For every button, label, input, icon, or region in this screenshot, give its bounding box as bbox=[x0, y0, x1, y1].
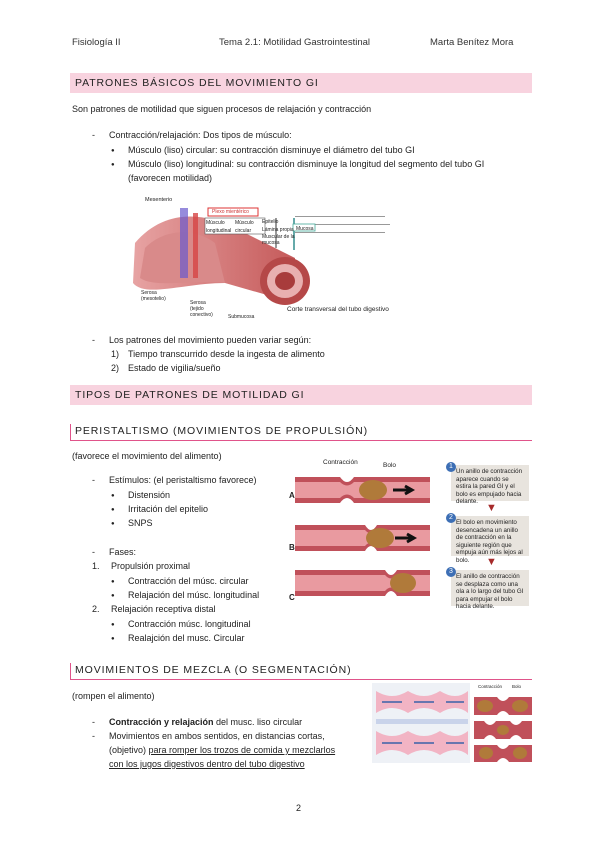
label-contraccion: Contracción bbox=[323, 459, 358, 466]
s3-n2b: Realajción del musc. Circular bbox=[111, 632, 244, 645]
s1-bullet1: Músculo (liso) circular: su contracción … bbox=[111, 144, 415, 157]
seg-label-bolo: Bolo bbox=[512, 684, 522, 689]
dash-marker: - bbox=[92, 547, 95, 557]
num-marker: 1. bbox=[92, 561, 100, 571]
s3-n1a: Contracción del músc. circular bbox=[111, 575, 248, 588]
seg-tube-2 bbox=[474, 721, 532, 739]
gi-tube-cross-section-figure bbox=[133, 207, 390, 305]
label-epitelio: Epitelio bbox=[262, 219, 279, 225]
s4-note: (rompen el alimento) bbox=[72, 691, 155, 701]
tube-a bbox=[295, 477, 430, 503]
label-serosa1: Serosa (mesotelio) bbox=[141, 290, 166, 302]
section-title-tipos: TIPOS DE PATRONES DE MOTILIDAD GI bbox=[70, 385, 532, 405]
step-box-1: Un anillo de contracción aparece cuando … bbox=[451, 465, 529, 505]
s4-d1-rest: del musc. liso circular bbox=[213, 717, 303, 727]
header-center: Tema 2.1: Motilidad Gastrointestinal bbox=[219, 37, 371, 48]
num-marker: 2. bbox=[92, 604, 100, 614]
down-arrow-icon: ▼ bbox=[486, 556, 497, 568]
s3-dash1: Estímulos: (el peristaltismo favorece) bbox=[109, 475, 257, 485]
label-a: A bbox=[289, 491, 295, 500]
seg-tube-1 bbox=[474, 697, 532, 715]
label-long: Músculo longitudinal bbox=[206, 220, 232, 234]
step-1-number: 1 bbox=[446, 462, 456, 472]
s1-bullet2: Músculo (liso) longitudinal: su contracc… bbox=[111, 158, 484, 171]
s1-num1: Tiempo transcurrido desde la ingesta de … bbox=[128, 349, 325, 359]
dash-marker: - bbox=[92, 130, 95, 140]
s4-d2-l1: Movimientos en ambos sentidos, en distan… bbox=[109, 731, 325, 741]
num-marker: 2) bbox=[111, 363, 120, 373]
header-left: Fisiología II bbox=[72, 37, 121, 48]
s4-d2-l2b: para romper los trozos de comida y mezcl… bbox=[148, 745, 336, 755]
label-b: B bbox=[289, 543, 295, 552]
step-2-text: El bolo en movimiento desencadena un ani… bbox=[456, 519, 523, 564]
s3-dash2: Fases: bbox=[109, 547, 137, 557]
s4-d2-l2: (objetivo) para romper los trozos de com… bbox=[109, 744, 335, 756]
label-plexo: Plexo mientérico bbox=[212, 209, 249, 215]
dash-marker: - bbox=[92, 335, 95, 345]
num-marker: 1) bbox=[111, 349, 120, 359]
s3-b2: Irritación del epitelio bbox=[111, 503, 208, 516]
step-box-3: El anillo de contracción se desplaza com… bbox=[451, 570, 529, 610]
seg-tube-3 bbox=[474, 745, 532, 762]
s3-n2: Relajación receptiva distal bbox=[111, 604, 216, 614]
seg-label-contraccion: Contracción bbox=[478, 684, 503, 689]
tube-c bbox=[295, 570, 430, 596]
s3-note: (favorece el movimiento del alimento) bbox=[72, 451, 222, 461]
down-arrow-icon: ▼ bbox=[486, 502, 497, 514]
label-muscmuc: Muscular de la mucosa bbox=[262, 234, 295, 246]
s1-dash2: Los patrones del movimiento pueden varia… bbox=[109, 335, 312, 345]
s1-num2: Estado de vigilia/sueño bbox=[128, 363, 221, 373]
label-submucosa: Submucosa bbox=[228, 314, 255, 320]
dash-marker: - bbox=[92, 475, 95, 485]
step-3-number: 3 bbox=[446, 567, 456, 577]
step-2-number: 2 bbox=[446, 513, 456, 523]
section-title-mezcla: MOVIMIENTOS DE MEZCLA (O SEGMENTACIÓN) bbox=[70, 663, 532, 680]
s3-n1: Propulsión proximal bbox=[111, 561, 191, 571]
label-c: C bbox=[289, 593, 295, 602]
s1-intro: Son patrones de motilidad que siguen pro… bbox=[72, 104, 372, 114]
section-title-peristaltismo: PERISTALTISMO (MOVIMIENTOS DE PROPULSIÓN… bbox=[70, 424, 532, 441]
s3-b1: Distensión bbox=[111, 489, 170, 502]
s3-b3: SNPS bbox=[111, 517, 152, 530]
s4-d2-l3: con los jugos digestivos dentro del tubo… bbox=[109, 759, 305, 769]
header-right: Marta Benítez Mora bbox=[430, 37, 514, 48]
segmentation-figure bbox=[372, 683, 532, 763]
label-mesenterio: Mesenterio bbox=[145, 197, 173, 203]
label-serosa2: Serosa (tejido conectivo) bbox=[190, 300, 213, 318]
label-bolo: Bolo bbox=[383, 462, 397, 469]
section-title-patrones: PATRONES BÁSICOS DEL MOVIMIENTO GI bbox=[70, 73, 532, 93]
step-box-2: El bolo en movimiento desencadena un ani… bbox=[451, 516, 529, 564]
label-lamina: Lámina propia bbox=[262, 227, 294, 233]
s3-n2a: Contracción músc. longitudinal bbox=[111, 618, 251, 631]
tube-b bbox=[295, 525, 430, 551]
s1-bullet2-cont: (favorecen motilidad) bbox=[128, 173, 213, 183]
s4-d1: Contracción y relajación del musc. liso … bbox=[109, 716, 302, 728]
s4-d1-bold: Contracción y relajación bbox=[109, 717, 214, 727]
label-mucosa: Mucosa bbox=[296, 226, 314, 232]
label-circ: Músculo circular bbox=[235, 220, 254, 234]
dash-marker: - bbox=[92, 731, 95, 741]
peristalsis-figure bbox=[295, 477, 430, 596]
figure-caption: Corte transversal del tubo digestivo bbox=[287, 306, 389, 313]
step-1-text: Un anillo de contracción aparece cuando … bbox=[456, 468, 523, 505]
page-number: 2 bbox=[296, 803, 302, 813]
dash-marker: - bbox=[92, 717, 95, 727]
s1-dash1: Contracción/relajación: Dos tipos de mús… bbox=[109, 130, 292, 140]
s4-d2-l2a: (objetivo) bbox=[109, 745, 149, 755]
step-3-text: El anillo de contracción se desplaza com… bbox=[456, 573, 524, 610]
s3-n1b: Relajación del músc. longitudinal bbox=[111, 589, 259, 602]
